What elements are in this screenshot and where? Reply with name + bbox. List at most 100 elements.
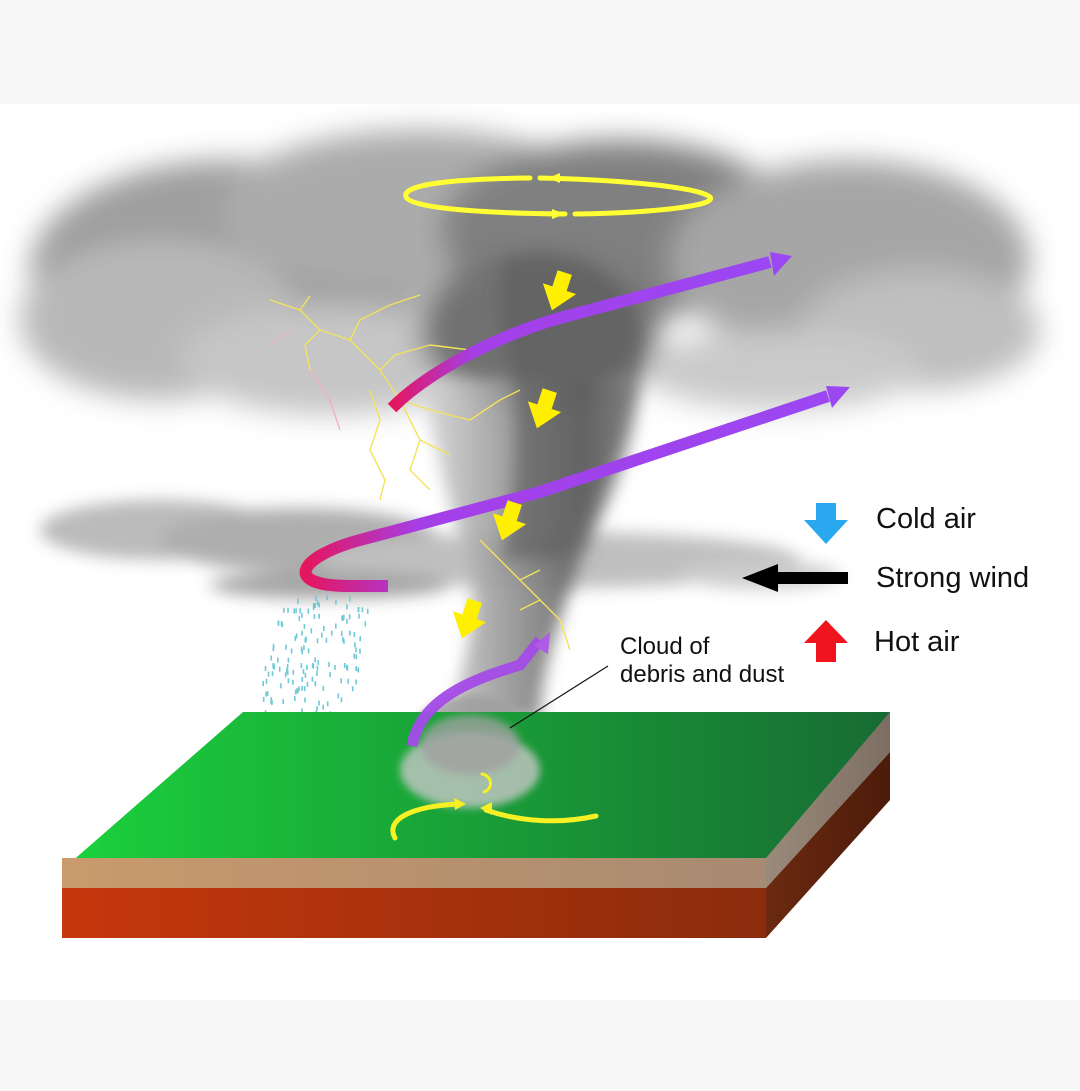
ground-rotation-arrows xyxy=(390,772,599,841)
rain-drop xyxy=(303,623,306,629)
rain-drop xyxy=(266,691,269,696)
rain-drop xyxy=(355,654,357,660)
rain-drop xyxy=(316,665,319,671)
rain-drop xyxy=(298,616,301,622)
rain-drop xyxy=(334,665,336,670)
rain-drop xyxy=(326,701,329,707)
legend-label-cold-air: Cold air xyxy=(876,503,976,535)
rain-drop xyxy=(262,681,264,686)
rain-drop xyxy=(296,687,298,693)
rain-drop xyxy=(316,600,319,606)
rain-drop xyxy=(272,663,274,669)
rain-drop xyxy=(277,657,279,663)
rain-drop xyxy=(271,671,274,677)
rain-drop xyxy=(294,689,297,695)
rain-drop xyxy=(270,697,273,703)
rain-drop xyxy=(317,660,320,665)
rain-drop xyxy=(337,693,340,699)
rain-drop xyxy=(326,595,328,600)
rain-drop xyxy=(335,623,337,629)
rain-drop xyxy=(316,671,318,676)
debris-callout-line-2: debris and dust xyxy=(620,660,785,688)
rain-drop xyxy=(287,678,290,684)
rain-drop xyxy=(301,685,303,691)
rain-drop xyxy=(287,607,289,613)
rain-drop xyxy=(262,696,265,702)
legend-icons xyxy=(742,503,848,662)
rain-drop xyxy=(349,596,351,602)
rain-drop xyxy=(353,632,356,637)
rain-drop xyxy=(301,649,303,655)
rain-drop xyxy=(325,637,328,643)
rain-drop xyxy=(265,691,267,697)
downdraft-arrow-icon xyxy=(527,388,562,429)
rain-drop xyxy=(310,628,313,634)
rain-drop xyxy=(264,666,267,672)
rain-drop xyxy=(354,642,356,648)
rain-drop xyxy=(295,608,297,614)
legend-label-hot-air: Hot air xyxy=(874,626,960,658)
rain-drop xyxy=(347,678,350,684)
rain-drop xyxy=(270,655,272,661)
rain-drop xyxy=(304,697,306,703)
rain-drop xyxy=(357,667,359,673)
rain-drop xyxy=(316,638,319,644)
rain-drop xyxy=(283,607,285,613)
downdraft-arrows xyxy=(452,270,577,639)
rain-drop xyxy=(353,653,355,659)
rain-drop xyxy=(282,699,284,705)
rain-drop xyxy=(315,596,317,602)
rain-drop xyxy=(301,676,304,682)
rain-drop xyxy=(318,613,320,619)
rain-drop xyxy=(361,607,364,613)
storm-cloud xyxy=(20,130,1040,805)
rain-drop xyxy=(314,603,316,608)
rain-drop xyxy=(364,621,367,627)
rain-drop xyxy=(303,645,305,651)
rain-drop xyxy=(311,676,314,682)
rain-drop xyxy=(303,686,306,692)
rain-drop xyxy=(307,648,310,654)
rain-drop xyxy=(286,670,289,676)
rain-drop xyxy=(340,631,343,637)
rain-drop xyxy=(346,664,348,670)
updraft-spiral xyxy=(299,252,850,748)
rain-drop xyxy=(342,615,344,621)
rain-drop xyxy=(300,646,303,652)
rain-drop xyxy=(349,630,351,636)
rain-drop xyxy=(321,632,323,638)
rain-drop xyxy=(267,671,270,677)
rain-drop xyxy=(271,699,273,705)
rain-drop xyxy=(355,679,357,685)
rotation-ring-top xyxy=(403,173,714,219)
rain-drop xyxy=(312,663,315,669)
rain-drop xyxy=(298,686,300,692)
rain-drop xyxy=(299,608,301,614)
strong-wind-arrow-icon xyxy=(742,564,848,592)
rain-drop xyxy=(323,626,325,631)
rain-drop xyxy=(359,648,361,654)
rain-drop xyxy=(301,630,303,636)
rain-drop xyxy=(277,620,280,626)
rain-drop xyxy=(322,704,324,710)
legend-label-strong-wind: Strong wind xyxy=(876,562,1030,594)
cold-air-arrow-icon xyxy=(804,503,848,544)
rain-drop xyxy=(297,598,299,604)
rain-drop xyxy=(343,639,345,645)
downdraft-arrow-icon xyxy=(492,500,527,541)
rain-drop xyxy=(328,662,330,667)
rain-drop xyxy=(307,608,310,614)
rain-drop xyxy=(346,618,348,624)
rain-drop xyxy=(313,614,316,620)
rain-drop xyxy=(313,602,315,608)
rain-drop xyxy=(341,615,343,621)
rain-drop xyxy=(329,672,331,678)
rain-drop xyxy=(285,644,287,650)
rain-drop xyxy=(343,663,346,668)
rain-drop xyxy=(335,599,337,605)
rain-drop xyxy=(359,636,361,642)
rain-drop xyxy=(284,672,287,678)
rain-drop xyxy=(292,679,294,685)
rain-drop xyxy=(305,636,307,642)
